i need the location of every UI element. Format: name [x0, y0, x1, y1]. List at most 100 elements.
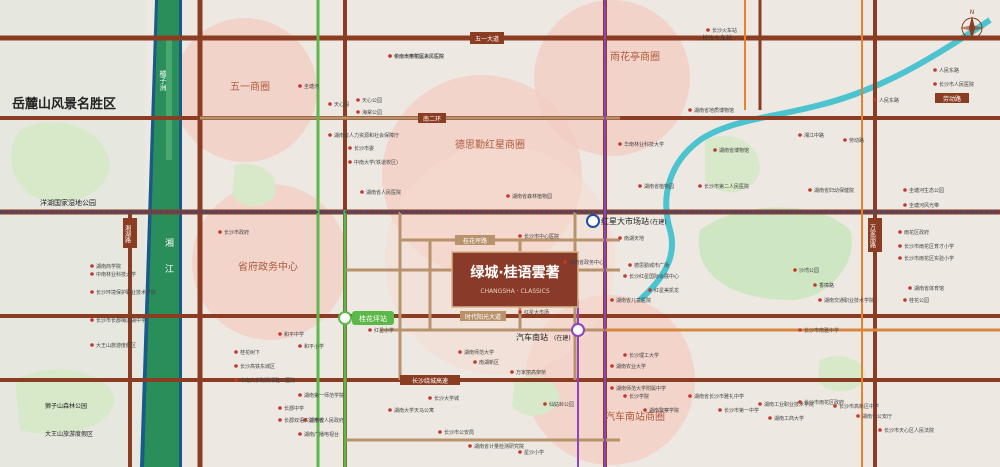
poi-label: 长沙火车站	[712, 27, 737, 34]
poi-dot	[798, 328, 802, 332]
poi-dot	[473, 360, 477, 364]
poi-dot	[348, 146, 352, 150]
poi-label: 海棠公园	[362, 109, 382, 116]
poi-label: 湖南省博物馆	[719, 147, 749, 154]
poi-dot	[90, 318, 94, 322]
poi-label: 湖南省植物园	[644, 183, 674, 190]
poi-dot	[623, 394, 627, 398]
poi-label: 桂花树下	[240, 349, 260, 356]
poi-label: 和平小学	[304, 343, 324, 350]
poi-label: 湖南省政务中心	[569, 259, 604, 266]
poi-dot	[234, 350, 238, 354]
poi-label: 人民东路	[939, 67, 959, 74]
poi-label: 红星美凯龙	[654, 287, 679, 294]
poi-label: 湖南省妇幼保健院	[814, 187, 854, 194]
poi-dot	[328, 133, 332, 137]
label-dawang-park: 大王山旅游度假区	[45, 430, 93, 438]
poi-label: 长沙市雨花区实验小学	[904, 255, 954, 262]
poi-dot	[90, 272, 94, 276]
road-guihua: 桂花坪路	[463, 237, 487, 245]
poi-dot	[873, 98, 877, 102]
poi-label: 湖南省计量检测研究院	[474, 443, 524, 450]
poi-label: 星沙小学	[524, 449, 544, 456]
zone-wuyi	[173, 18, 317, 162]
poi-label: 长沙市雨花区人民医院	[394, 53, 444, 60]
poi-label: 长沙市高新区中学	[839, 403, 879, 410]
project-block[interactable]: 绿城·桂语雲著 CHANGSHA · CLASSICS	[451, 251, 579, 308]
poi-dot	[903, 188, 907, 192]
poi-label: 长沙市南雅中学	[804, 327, 839, 334]
poi-label: 湖南省人民政府	[309, 417, 344, 424]
project-subtitle: CHANGSHA · CLASSICS	[480, 288, 549, 295]
poi-dot	[618, 142, 622, 146]
poi-dot	[356, 98, 360, 102]
poi-label: 圭塘河风光带	[909, 202, 939, 209]
poi-label: 湖南第一师范学院	[304, 392, 344, 399]
poi-dot	[368, 328, 372, 332]
poi-dot	[908, 286, 912, 290]
poi-dot	[458, 350, 462, 354]
compass-icon: N	[960, 9, 984, 40]
poi-dot	[510, 370, 514, 374]
station-rail-label: 长沙火车站	[702, 34, 732, 42]
poi-dot	[234, 364, 238, 368]
station-guihua-marker	[338, 311, 352, 325]
poi-dot	[388, 408, 392, 412]
poi-label: 长沙市委	[354, 145, 374, 152]
poi-label: 劳动路	[849, 137, 864, 144]
poi-dot	[818, 298, 822, 302]
project-title: 绿城·桂语雲著	[470, 264, 559, 281]
poi-label: 红星小学	[374, 327, 394, 334]
poi-label: 湖南省公安厅	[862, 413, 892, 420]
guitang-river	[637, 17, 992, 303]
label-yuelu: 岳麓山风景名胜区	[12, 96, 116, 112]
poi-dot	[843, 138, 847, 142]
poi-dot	[610, 386, 614, 390]
station-hongxing-label: 红星大市场站	[601, 216, 649, 226]
poi-dot	[298, 393, 302, 397]
poi-dot	[348, 160, 352, 164]
poi-dot	[518, 450, 522, 454]
poi-dot	[878, 428, 882, 432]
poi-label: 红星大市场	[524, 309, 549, 316]
poi-dot	[468, 444, 472, 448]
poi-label: 南湖新区	[479, 359, 499, 366]
road-xianghu: 湘湖路	[124, 224, 131, 244]
poi-dot	[903, 298, 907, 302]
poi-label: 长沙大学城	[434, 395, 459, 402]
poi-label: 万家丽高架桥	[516, 369, 546, 376]
label-xiang-jiang-1: 湘	[165, 237, 174, 249]
poi-label: 天心公园	[362, 97, 382, 104]
poi-label: 长沙市雨花区政府	[804, 399, 844, 406]
poi-label: 华南林业科技大学	[624, 141, 664, 148]
poi-dot	[698, 184, 702, 188]
poi-label: 湖南工业职业技术学院	[764, 401, 814, 408]
label-zone-shengfu: 省府政务中心	[238, 260, 298, 273]
poi-dot	[628, 263, 632, 267]
station-bus-south-marker	[571, 323, 585, 337]
poi-label: 德思勤城市广场	[634, 262, 669, 269]
label-zone-wuyi: 五一商圈	[230, 80, 270, 93]
label-orange-isle: 橘子洲	[159, 69, 167, 91]
poi-label: 中南林业科技大学	[96, 271, 136, 278]
poi-label: 桂花公园	[909, 297, 929, 304]
poi-dot	[713, 148, 717, 152]
poi-dot	[518, 234, 522, 238]
poi-label: 湖南省地质博物馆	[694, 107, 734, 114]
zone-shengfu	[192, 184, 348, 340]
poi-label: 长沙市中心医院	[524, 233, 559, 240]
poi-dot	[768, 416, 772, 420]
station-bus-south-label: 汽车南站	[516, 332, 548, 342]
poi-label: 长沙学院	[629, 393, 649, 400]
poi-label: 长沙市第二人民医院	[704, 183, 749, 190]
poi-label: 长郡中学	[284, 405, 304, 412]
poi-label: 湖南省人力资源和社会保障厅	[334, 132, 399, 139]
poi-label: 湖南大学天马公寓	[394, 407, 434, 414]
poi-label: 大王山旅游度假区	[96, 342, 136, 349]
poi-dot	[428, 396, 432, 400]
road-wuyi: 五一大道	[475, 35, 499, 43]
label-shizi-forest: 狮子山森林公园	[45, 402, 87, 410]
poi-markers: 中南大学附属第二医院长沙火车站人民东路长沙市人民医院人民东路劳动路圭塘河天心阁天…	[90, 27, 974, 456]
poi-dot	[278, 418, 282, 422]
